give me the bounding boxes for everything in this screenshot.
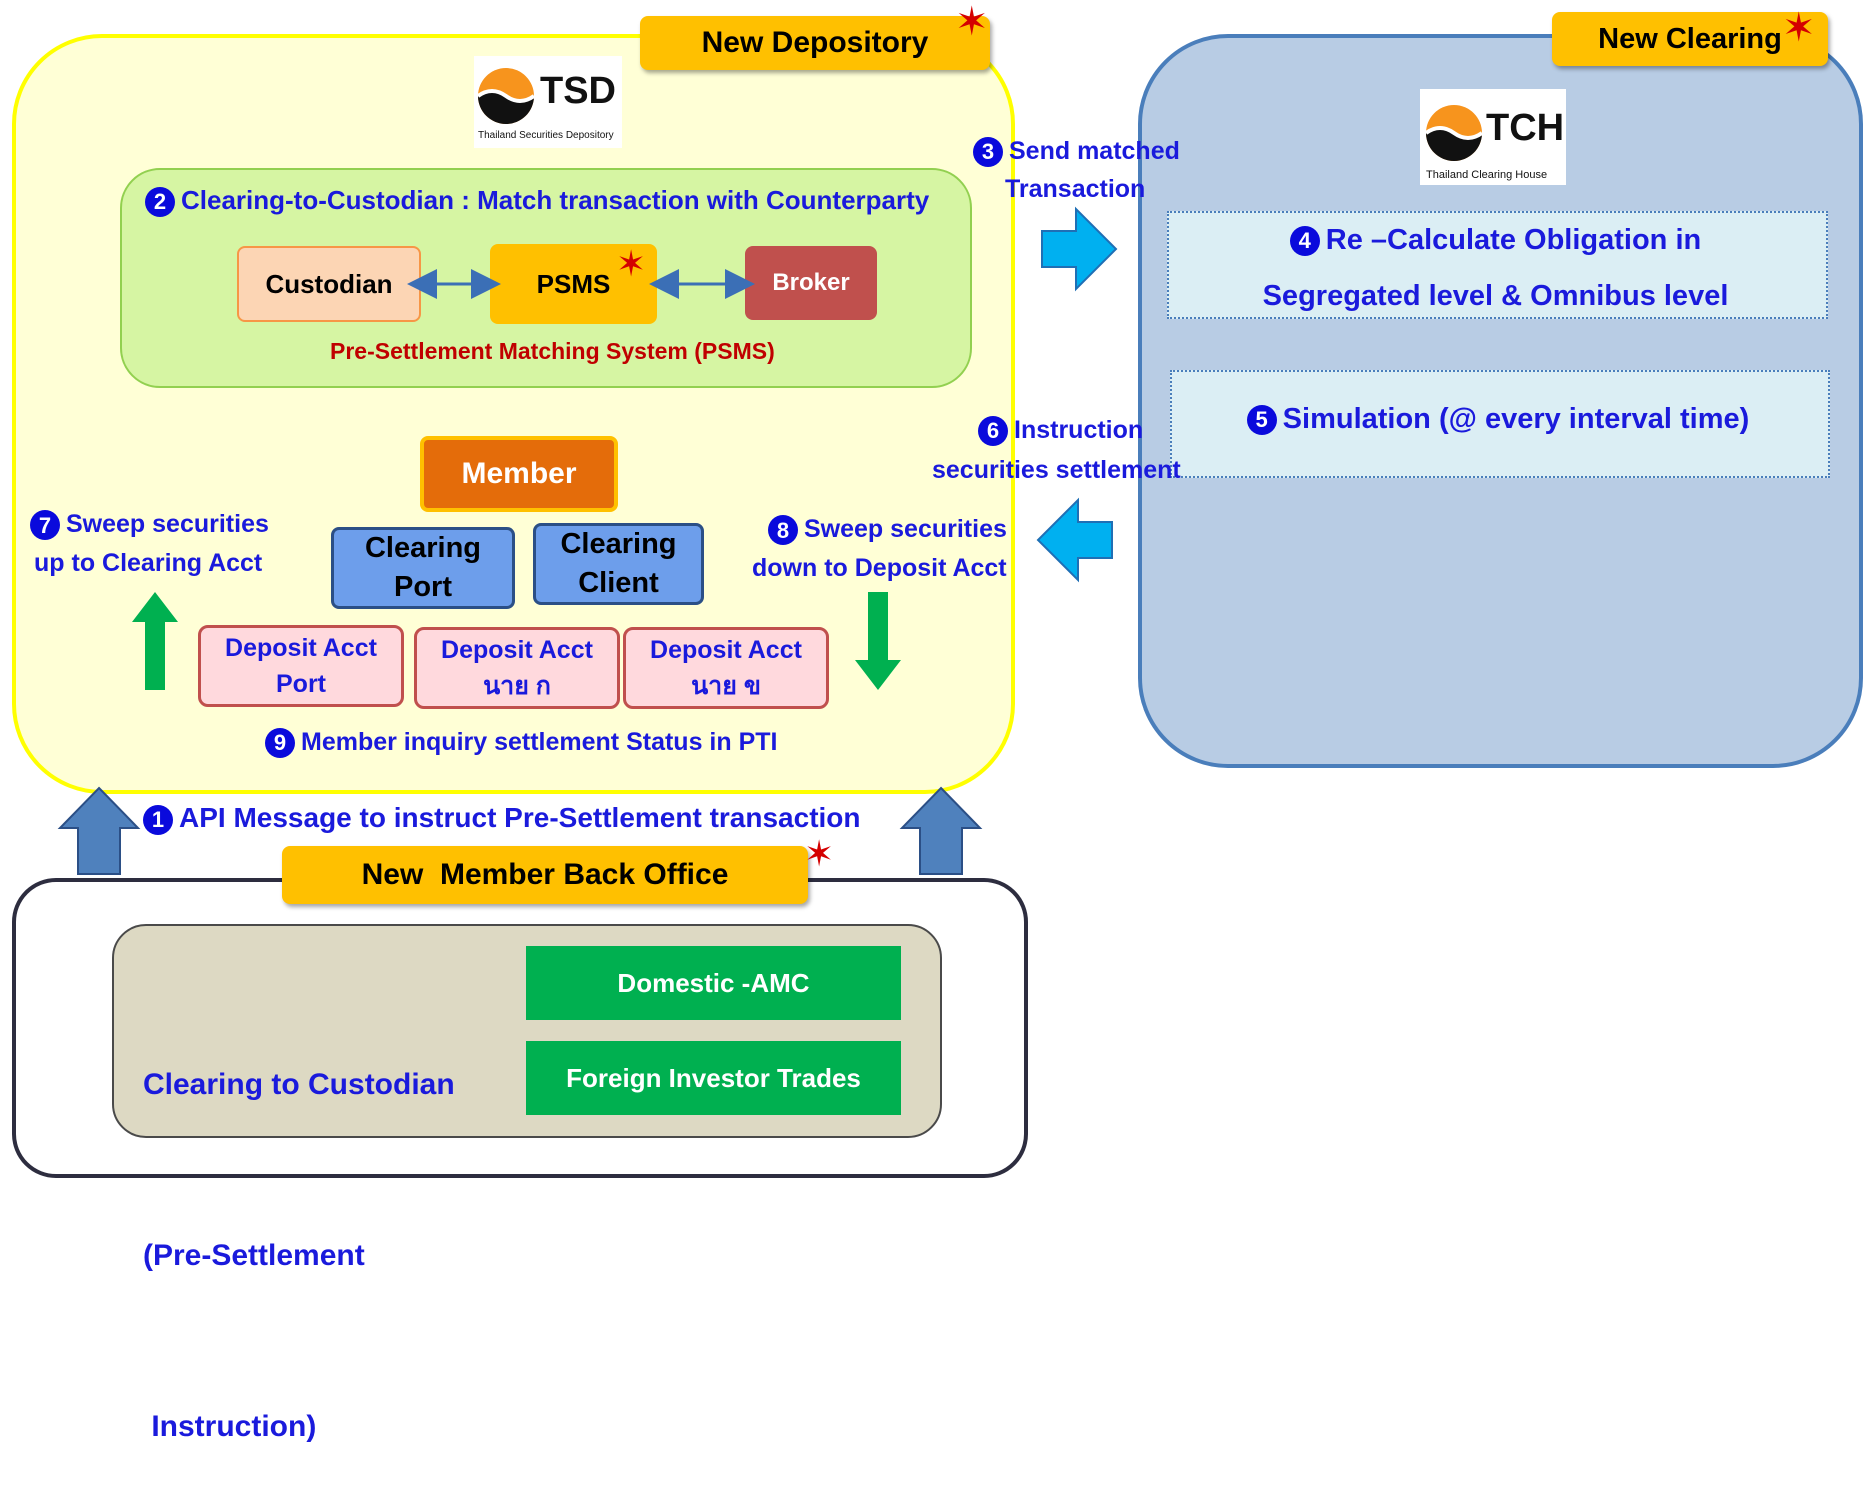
- star-icon: ✶: [1782, 6, 1816, 50]
- deposit-acct-port[interactable]: Deposit Acct Port: [198, 625, 404, 707]
- tch-logo: TCH Thailand Clearing House: [1420, 89, 1566, 185]
- psms-label: PSMS: [536, 268, 611, 299]
- back-office-title-line2: (Pre-Settlement: [143, 1239, 365, 1272]
- step7-line2: up to Clearing Acct: [34, 549, 263, 577]
- step2-number: 2: [145, 187, 175, 218]
- back-office-title-line1: Clearing to Custodian: [143, 1068, 455, 1101]
- clearing-tag-label: New Clearing: [1598, 22, 1782, 55]
- domestic-amc-button[interactable]: Domestic -AMC: [526, 946, 901, 1020]
- psms-arrows: [407, 269, 755, 299]
- domestic-amc-label: Domestic -AMC: [617, 967, 810, 998]
- deposit-acct-kho[interactable]: Deposit Acct นาย ข: [623, 627, 829, 709]
- foreign-investor-trades-button[interactable]: Foreign Investor Trades: [526, 1041, 901, 1115]
- member-box[interactable]: Member: [420, 436, 618, 512]
- broker-box[interactable]: Broker: [745, 246, 877, 320]
- star-icon: ✶: [616, 243, 647, 284]
- step8-number: 8: [768, 515, 798, 546]
- clearing-port-box[interactable]: Clearing Port: [331, 527, 515, 609]
- step4-box: [1167, 211, 1828, 319]
- instruction-left-arrow: [1036, 497, 1113, 583]
- api-up-arrow-right: [899, 786, 983, 875]
- step3-line2: Transaction: [1005, 175, 1146, 203]
- step6-line2: securities settlement: [932, 456, 1181, 484]
- step4-line2: Segregated level & Omnibus level: [1262, 280, 1729, 312]
- api-up-arrow-left: [57, 786, 141, 875]
- back-office-tag-label: New Member Back Office: [361, 858, 729, 891]
- step2-text: Clearing-to-Custodian : Match transactio…: [181, 185, 930, 215]
- custodian-box[interactable]: Custodian: [237, 246, 421, 322]
- back-office-tag: New Member Back Office: [282, 846, 808, 904]
- back-office-title-line3: Instruction): [143, 1410, 317, 1443]
- clearing-tag: New Clearing: [1552, 12, 1828, 66]
- depository-tag-label: New Depository: [701, 26, 929, 59]
- clearing-port-line2: Port: [394, 571, 452, 603]
- clearing-client-line1: Clearing: [560, 528, 677, 560]
- clearing-client-box[interactable]: Clearing Client: [533, 523, 704, 605]
- step7-number: 7: [30, 510, 60, 541]
- step1-number: 1: [143, 804, 173, 835]
- clearing-port-line1: Clearing: [364, 532, 482, 564]
- star-icon: ✶: [955, 0, 989, 44]
- deposit-acct-kho-line1: Deposit Acct: [650, 636, 802, 664]
- deposit-acct-ko[interactable]: Deposit Acct นาย ก: [414, 627, 620, 709]
- psms-caption: Pre-Settlement Matching System (PSMS): [330, 338, 775, 364]
- tsd-logo-subtitle: Thailand Securities Depository: [478, 130, 614, 141]
- tch-logo-text: TCH: [1486, 107, 1565, 149]
- step9-number: 9: [265, 728, 295, 759]
- broker-label: Broker: [772, 269, 850, 296]
- step5-number: 5: [1246, 405, 1277, 436]
- step8-line2: down to Deposit Acct: [752, 554, 1007, 582]
- step9-text: Member inquiry settlement Status in PTI: [301, 728, 778, 756]
- step4-line1: Re –Calculate Obligation in: [1325, 224, 1702, 256]
- foreign-investor-trades-label: Foreign Investor Trades: [566, 1062, 861, 1093]
- deposit-acct-port-line2: Port: [276, 670, 326, 698]
- deposit-acct-ko-line1: Deposit Acct: [441, 636, 593, 664]
- step6-number: 6: [978, 416, 1008, 447]
- send-right-arrow: [1041, 206, 1118, 292]
- step5-box: [1170, 370, 1830, 478]
- step4-number: 4: [1289, 226, 1320, 257]
- tsd-logo: TSD Thailand Securities Depository: [474, 56, 622, 148]
- custodian-label: Custodian: [265, 268, 393, 299]
- deposit-acct-ko-line2: นาย ก: [483, 672, 551, 700]
- member-label: Member: [461, 457, 577, 490]
- step3-number: 3: [973, 137, 1003, 168]
- sweep-down-arrow: [855, 592, 901, 690]
- tsd-logo-text: TSD: [540, 70, 616, 112]
- tsd-logo-mark: [476, 68, 536, 124]
- step8-line1: Sweep securities: [804, 515, 1007, 543]
- tch-logo-subtitle: Thailand Clearing House: [1426, 169, 1548, 181]
- psms-box[interactable]: PSMS: [490, 244, 657, 324]
- sweep-up-arrow: [132, 592, 178, 690]
- step1-text: API Message to instruct Pre-Settlement t…: [179, 802, 861, 833]
- back-office-title: Clearing to Custodian (Pre-Settlement In…: [143, 942, 455, 1512]
- depository-tag: New Depository: [640, 16, 990, 70]
- deposit-acct-port-line1: Deposit Acct: [225, 634, 377, 662]
- tch-logo-mark: [1424, 105, 1484, 161]
- deposit-acct-kho-line2: นาย ข: [691, 672, 761, 700]
- step5-text: Simulation (@ every interval time): [1282, 403, 1750, 435]
- star-icon: ✶: [804, 833, 835, 874]
- step6-line1: Instruction: [1014, 416, 1144, 444]
- step3-line1: Send matched: [1009, 137, 1180, 165]
- clearing-client-line2: Client: [578, 567, 659, 599]
- step7-line1: Sweep securities: [66, 510, 269, 538]
